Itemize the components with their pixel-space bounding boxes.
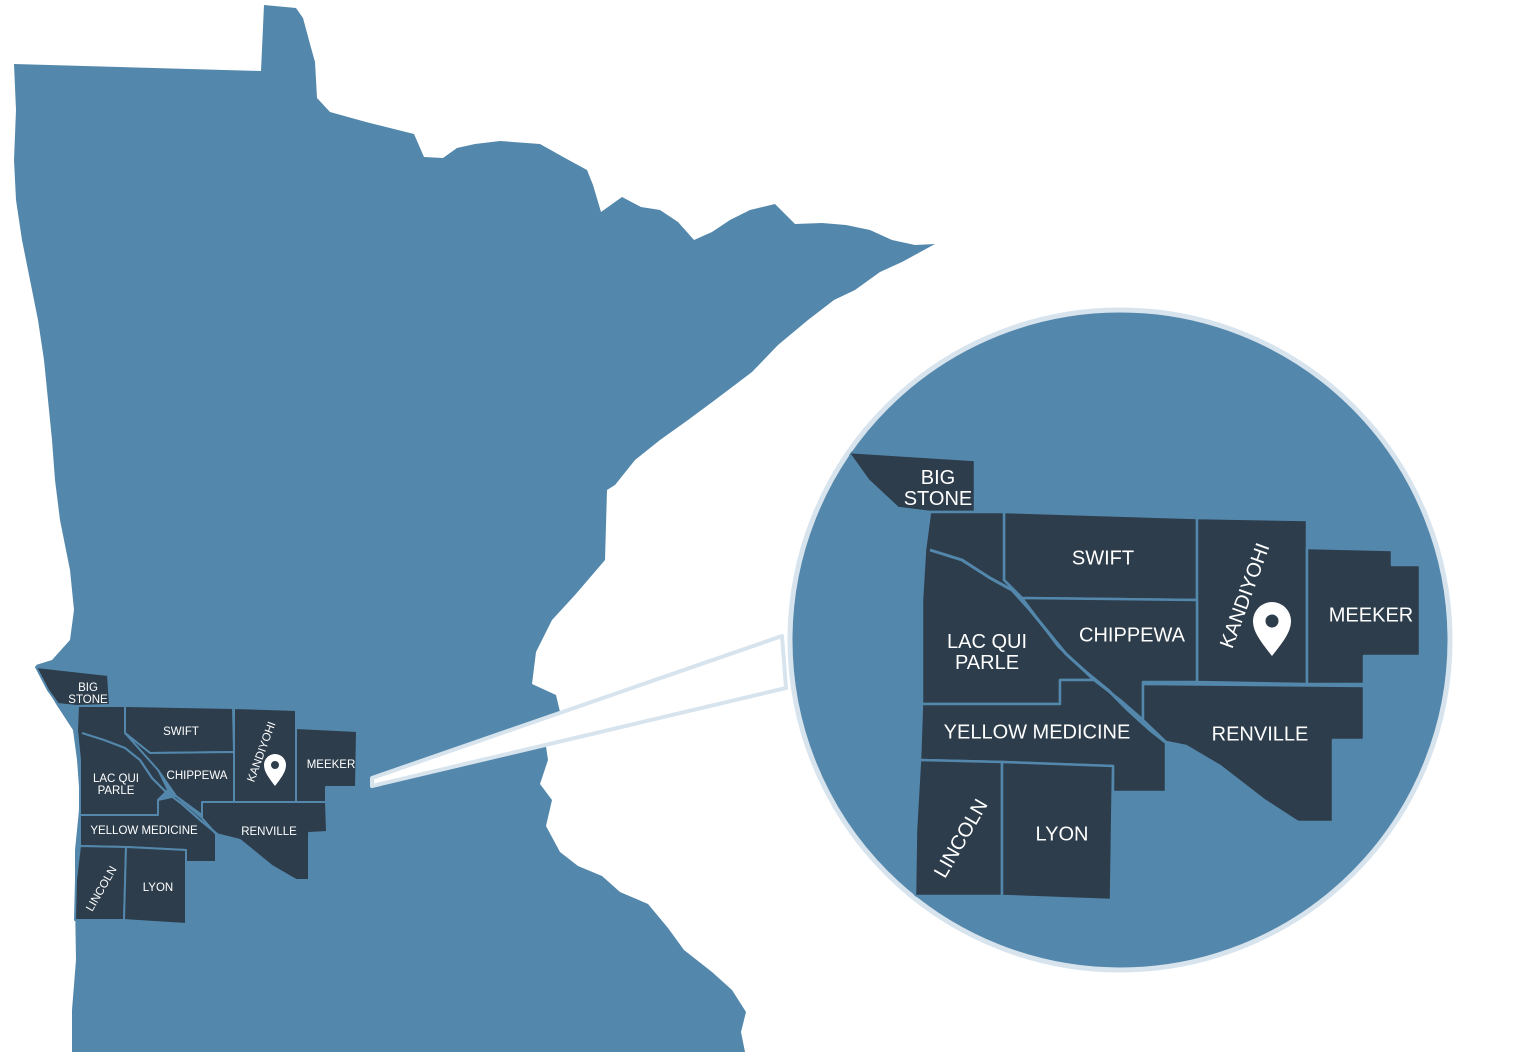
label-lyon: LYON — [143, 882, 173, 894]
county-lyon-zoom[interactable] — [1000, 760, 1115, 902]
label-chippewa: CHIPPEWA — [167, 770, 228, 782]
label-swift: SWIFT — [163, 726, 199, 738]
map-pin-icon[interactable] — [264, 754, 286, 786]
label-meeker-zoom: MEEKER — [1329, 604, 1413, 626]
label-renville: RENVILLE — [241, 826, 297, 838]
county-lincoln-zoom[interactable] — [913, 758, 1004, 898]
county-meeker-zoom[interactable] — [1305, 546, 1422, 686]
county-big-stone[interactable] — [35, 666, 111, 707]
label-swift-zoom: SWIFT — [1072, 547, 1134, 569]
county-lincoln[interactable] — [74, 845, 127, 921]
map-pin-icon-zoom[interactable] — [1253, 602, 1291, 656]
zoom-callout-connector — [370, 634, 788, 788]
minnesota-river-small — [81, 731, 297, 881]
label-lyon-zoom: LYON — [1036, 823, 1089, 845]
label-meeker: MEEKER — [307, 759, 356, 771]
label-renville-zoom: RENVILLE — [1212, 723, 1309, 745]
label-yellow-medicine: YELLOW MEDICINE — [90, 825, 198, 837]
label-yellow-medicine-zoom: YELLOW MEDICINE — [944, 721, 1131, 743]
county-lyon[interactable] — [123, 846, 187, 925]
minnesota-river-zoom — [929, 548, 1299, 824]
label-chippewa-zoom: CHIPPEWA — [1079, 624, 1186, 646]
